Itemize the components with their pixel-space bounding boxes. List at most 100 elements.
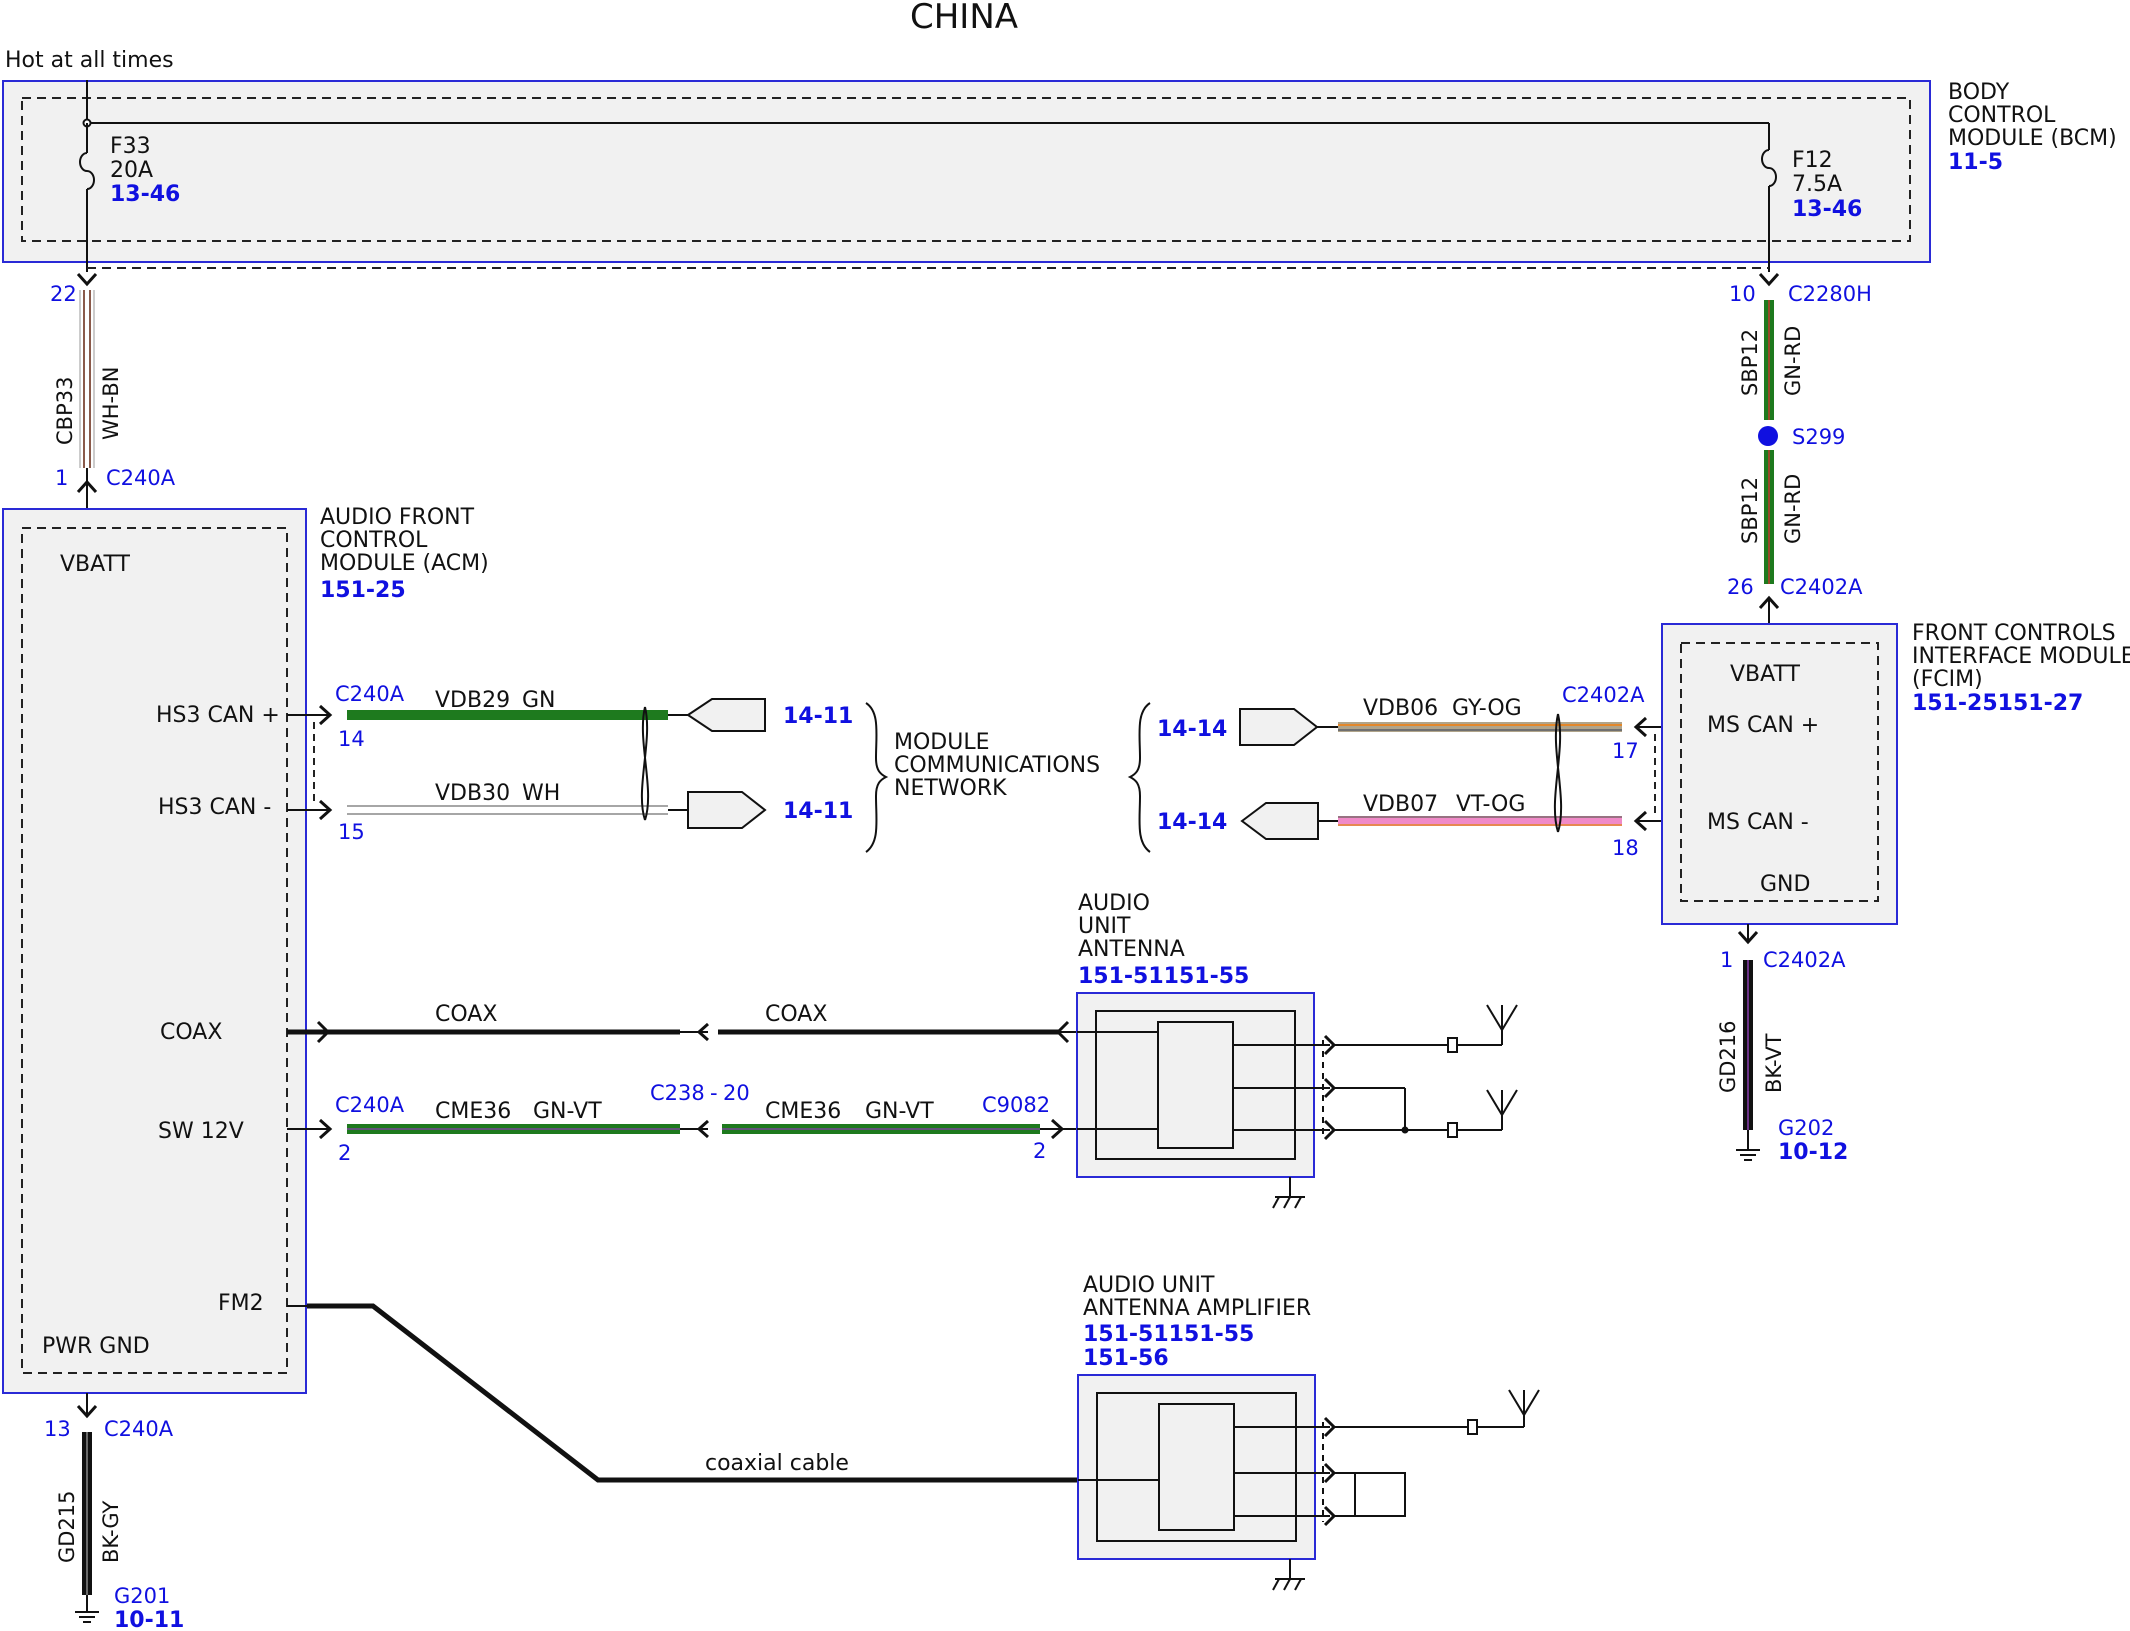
acm-ref-link[interactable]: 151-25 [320,578,406,603]
gd215-connector: C240A [104,1417,174,1441]
vdb30-color-label: WH [522,781,560,806]
acm-pin-coax: COAX [160,1020,222,1045]
gd216-ground-id: G202 [1778,1116,1834,1140]
sbp12-top-color-label: GN-RD [1781,326,1805,396]
sbp12-bottom-connector: C2402A [1780,575,1863,599]
page-title: CHINA [910,0,1018,37]
amplifier-ref-link-2[interactable]: 151-56 [1083,1346,1169,1371]
cbp33-pin-bottom: 1 [55,466,68,490]
wire-coax[interactable] [287,1020,1077,1044]
gd216-connector: C2402A [1763,948,1846,972]
vdb29-pin: 14 [338,727,365,751]
vdb30-ref-link[interactable]: 14-11 [783,799,853,824]
splice-s299[interactable] [1758,426,1778,446]
sbp12-top-pin: 10 [1729,282,1756,306]
coax-left-label: COAX [435,1002,497,1027]
body-control-module[interactable] [2,80,1931,263]
vdb06-pin: 17 [1612,739,1639,763]
fuse-f12[interactable] [1761,149,1777,272]
cme36-left-color-label: GN-VT [533,1099,602,1124]
cme36-right-circuit-label: CME36 [765,1099,841,1124]
fuse-f33-rating: 20A [110,158,153,183]
fuse-f33[interactable] [79,123,95,272]
antenna-name-line-3: ANTENNA [1078,937,1185,962]
vdb06-circuit-label: VDB06 [1363,696,1438,721]
cme36-right-color-label: GN-VT [865,1099,934,1124]
acm-pin-vbatt: VBATT [60,552,131,577]
acm-name-line-1: AUDIO FRONT [320,505,475,530]
wire-gd216[interactable] [1736,924,1760,1161]
vdb07-circuit-label: VDB07 [1363,792,1438,817]
fcim-pin-gnd: GND [1760,872,1810,897]
acm-pin-sw12v: SW 12V [158,1119,244,1144]
wire-coaxial-cable[interactable] [307,1303,1080,1483]
fcim-ref-link[interactable]: 151-25151-27 [1912,691,2083,716]
gd215-ref-link[interactable]: 10-11 [114,1608,184,1631]
fcim-pin-ms-can-minus: MS CAN - [1707,810,1809,835]
wire-vdb29[interactable] [287,698,766,732]
gd216-circuit-label: GD216 [1716,1020,1740,1093]
cme36-right-pin: 2 [1033,1139,1046,1163]
bcm-name-line-1: BODY [1948,80,2010,105]
gd216-color-label: BK-VT [1762,1033,1786,1093]
fcim-name-line-3: (FCIM) [1912,667,1983,692]
vdb29-color-label: GN [522,688,556,713]
gd215-ground-id: G201 [114,1584,170,1608]
cme36-left-connector: C240A [335,1093,405,1117]
front-controls-interface-module[interactable] [1661,623,1898,925]
gd216-ref-link[interactable]: 10-12 [1778,1140,1848,1165]
inline-connector-c238: C238 [650,1081,705,1105]
cbp33-circuit-label: CBP33 [53,377,77,445]
bcm-internal-bus [82,80,1770,150]
amplifier-ref-link-1[interactable]: 151-51151-55 [1083,1322,1254,1347]
network-label-line-3: NETWORK [894,776,1007,801]
amplifier-name-line-1: AUDIO UNIT [1083,1273,1215,1298]
wire-cbp33[interactable] [76,272,98,530]
vdb29-ref-link[interactable]: 14-11 [783,704,853,729]
fuse-f12-ref-link[interactable]: 13-46 [1792,197,1862,222]
antenna-internal-wiring [1077,1004,1518,1209]
audio-unit-antenna-amplifier[interactable] [1077,1374,1316,1560]
amplifier-internal-wiring [1078,1389,1540,1591]
vdb06-ref-link[interactable]: 14-14 [1157,717,1227,742]
acm-name-line-2: CONTROL [320,528,428,553]
vdb30-circuit-label: VDB30 [435,781,510,806]
vdb07-ref-link[interactable]: 14-14 [1157,810,1227,835]
antenna-ref-link[interactable]: 151-51151-55 [1078,964,1249,989]
splice-s299-label: S299 [1792,425,1845,449]
wire-sbp12[interactable] [1758,272,1780,645]
acm-twisted-pair-marker [640,706,650,821]
gd216-pin: 1 [1720,948,1733,972]
bcm-ref-link[interactable]: 11-5 [1948,150,2003,175]
fcim-pin-ms-can-plus: MS CAN + [1707,713,1819,738]
cme36-left-pin: 2 [338,1141,351,1165]
sbp12-bottom-pin: 26 [1727,575,1754,599]
network-label-line-1: MODULE [894,730,990,755]
hot-at-all-times-label: Hot at all times [5,48,174,73]
acm-pin-hs3-can-plus: HS3 CAN + [156,703,280,728]
wire-cme36[interactable] [287,1118,1077,1140]
cbp33-pin-top: 22 [50,282,77,306]
fuse-f33-ref-link[interactable]: 13-46 [110,182,180,207]
bcm-name-line-3: MODULE (BCM) [1948,126,2117,151]
wire-vdb30[interactable] [287,791,767,829]
vdb29-connector: C240A [335,682,405,706]
fcim-name-line-2: INTERFACE MODULE [1912,644,2130,669]
fuse-f12-id: F12 [1792,148,1833,173]
inline-connector-dash: - [710,1081,718,1105]
cme36-left-circuit-label: CME36 [435,1099,511,1124]
wire-vdb07[interactable] [1240,802,1680,840]
inline-connector-pin: 20 [723,1081,750,1105]
amplifier-name-line-2: ANTENNA AMPLIFIER [1083,1296,1311,1321]
gd215-color-label: BK-GY [99,1500,123,1563]
wire-gd215[interactable] [75,1393,99,1623]
audio-unit-antenna[interactable] [1076,992,1315,1178]
sbp12-top-circuit-label: SBP12 [1738,329,1762,396]
gd215-pin: 13 [44,1417,71,1441]
vdb07-color-label: VT-OG [1456,792,1525,817]
antenna-name-line-2: UNIT [1078,914,1131,939]
gd215-circuit-label: GD215 [55,1490,79,1563]
audio-front-control-module[interactable] [2,508,307,1394]
network-bracket-right [1127,702,1151,853]
